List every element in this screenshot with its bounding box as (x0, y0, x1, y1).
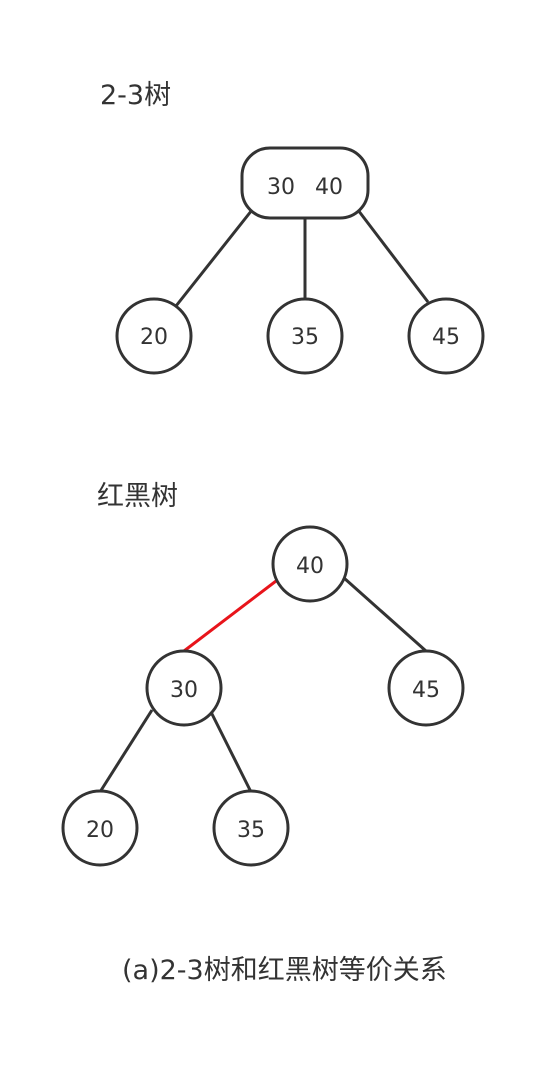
rbtree-node-35-label: 35 (237, 818, 265, 843)
tree23-node-45: 45 (407, 297, 485, 375)
rbtree-node-45-shape (387, 649, 465, 727)
tree23-node-20-label: 20 (140, 325, 168, 350)
figure-caption: (a)2-3树和红黑树等价关系 (122, 955, 447, 986)
rbtree-edge-30-35 (209, 711, 253, 793)
tree23-title: 2-3树 (100, 80, 171, 111)
tree23-root-key-left: 30 (267, 175, 295, 200)
rbtree-node-35-shape (212, 789, 290, 867)
tree23-node-35-shape (266, 297, 344, 375)
rbtree-node-40-label: 40 (296, 554, 324, 579)
rbtree-node-20: 20 (61, 789, 139, 867)
rbtree-node-40-shape (271, 525, 349, 603)
rbtree-edge-40-45 (343, 576, 427, 653)
rbtree-node-35: 35 (212, 789, 290, 867)
rbtree-node-45-label: 45 (412, 678, 440, 703)
tree23-node-35-label: 35 (291, 325, 319, 350)
tree23-node-20-shape (115, 297, 193, 375)
tree23-edge-left (174, 209, 254, 307)
tree23-root-node: 30 40 (240, 146, 370, 220)
tree23-root-shape (240, 146, 370, 220)
rbtree-title: 红黑树 (97, 481, 178, 512)
rbtree-node-30-shape (145, 649, 223, 727)
tree23-edge-right (356, 209, 430, 303)
rbtree-group: 红黑树 40 30 45 20 35 (61, 481, 465, 867)
rbtree-node-30-label: 30 (170, 678, 198, 703)
rbtree-edge-30-20 (98, 709, 154, 793)
rbtree-node-40: 40 (271, 525, 349, 603)
tree23-node-20: 20 (115, 297, 193, 375)
tree23-root-key-right: 40 (315, 175, 343, 200)
rbtree-node-30: 30 (145, 649, 223, 727)
rbtree-node-20-label: 20 (86, 818, 114, 843)
tree23-node-45-label: 45 (432, 325, 460, 350)
tree23-node-45-shape (407, 297, 485, 375)
tree23-group: 2-3树 30 40 20 35 45 (100, 80, 485, 375)
tree23-node-35: 35 (266, 297, 344, 375)
rbtree-node-20-shape (61, 789, 139, 867)
rbtree-node-45: 45 (387, 649, 465, 727)
rbtree-edge-40-30-red-link (183, 576, 281, 653)
